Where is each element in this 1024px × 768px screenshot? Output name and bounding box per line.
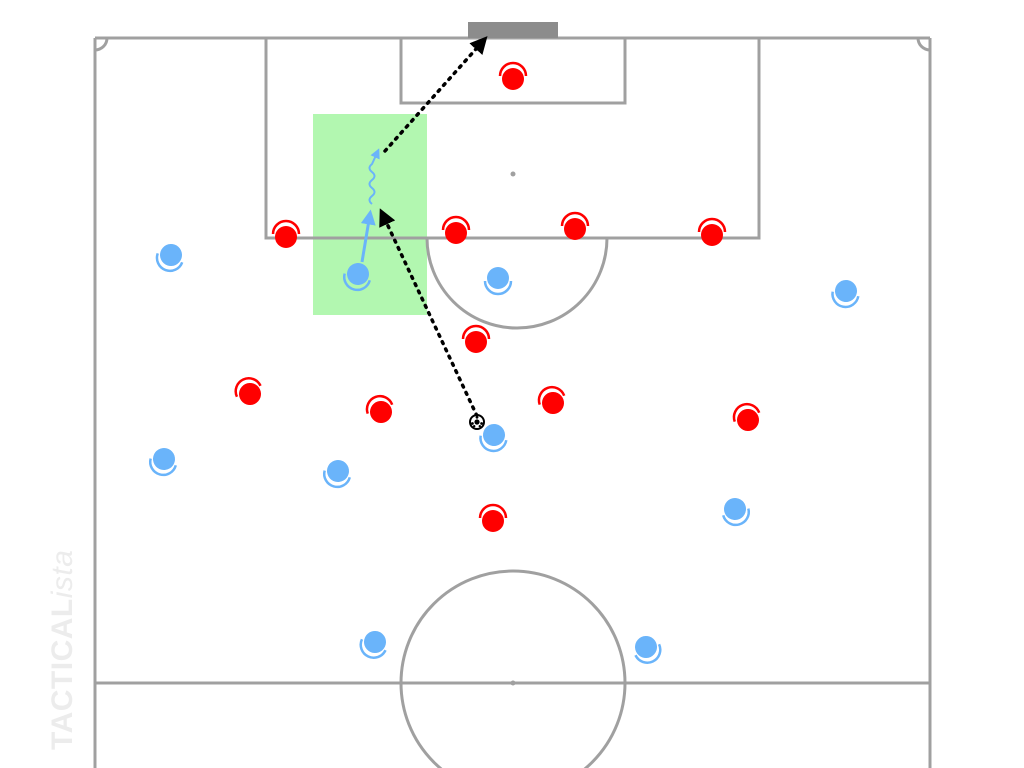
blue-player (634, 636, 662, 664)
red-player (478, 503, 508, 532)
goal (468, 22, 558, 38)
players-layer (148, 61, 860, 664)
blue-player (722, 498, 751, 527)
soccer-ball-icon (469, 414, 485, 430)
corner-arc-right (916, 37, 931, 52)
red-player (498, 61, 528, 90)
blue-player (831, 280, 860, 309)
red-player (697, 217, 727, 246)
red-player (441, 215, 471, 244)
corner-arc-left (94, 37, 109, 52)
red-player (271, 219, 301, 248)
red-player (365, 394, 394, 423)
red-player (461, 324, 491, 353)
centre-circle (399, 569, 627, 768)
blue-player (155, 244, 184, 273)
red-player (560, 211, 590, 240)
blue-player (148, 448, 177, 477)
blue-player (322, 460, 351, 489)
centre-spot (510, 680, 516, 686)
shot-arrow (383, 36, 488, 153)
red-player (234, 377, 262, 405)
red-player (537, 385, 566, 414)
watermark-logo: TACTICALista (46, 549, 79, 750)
run-arrow (360, 209, 376, 263)
pitch-markings (93, 36, 932, 768)
blue-player (479, 424, 508, 453)
penalty-arc (425, 237, 609, 330)
penalty-spot (510, 171, 516, 177)
dribble-arrow (368, 148, 380, 205)
red-player (732, 402, 761, 431)
blue-player (483, 267, 513, 296)
pass-arrow (379, 208, 479, 418)
blue-player (342, 263, 371, 292)
blue-player (359, 631, 387, 659)
